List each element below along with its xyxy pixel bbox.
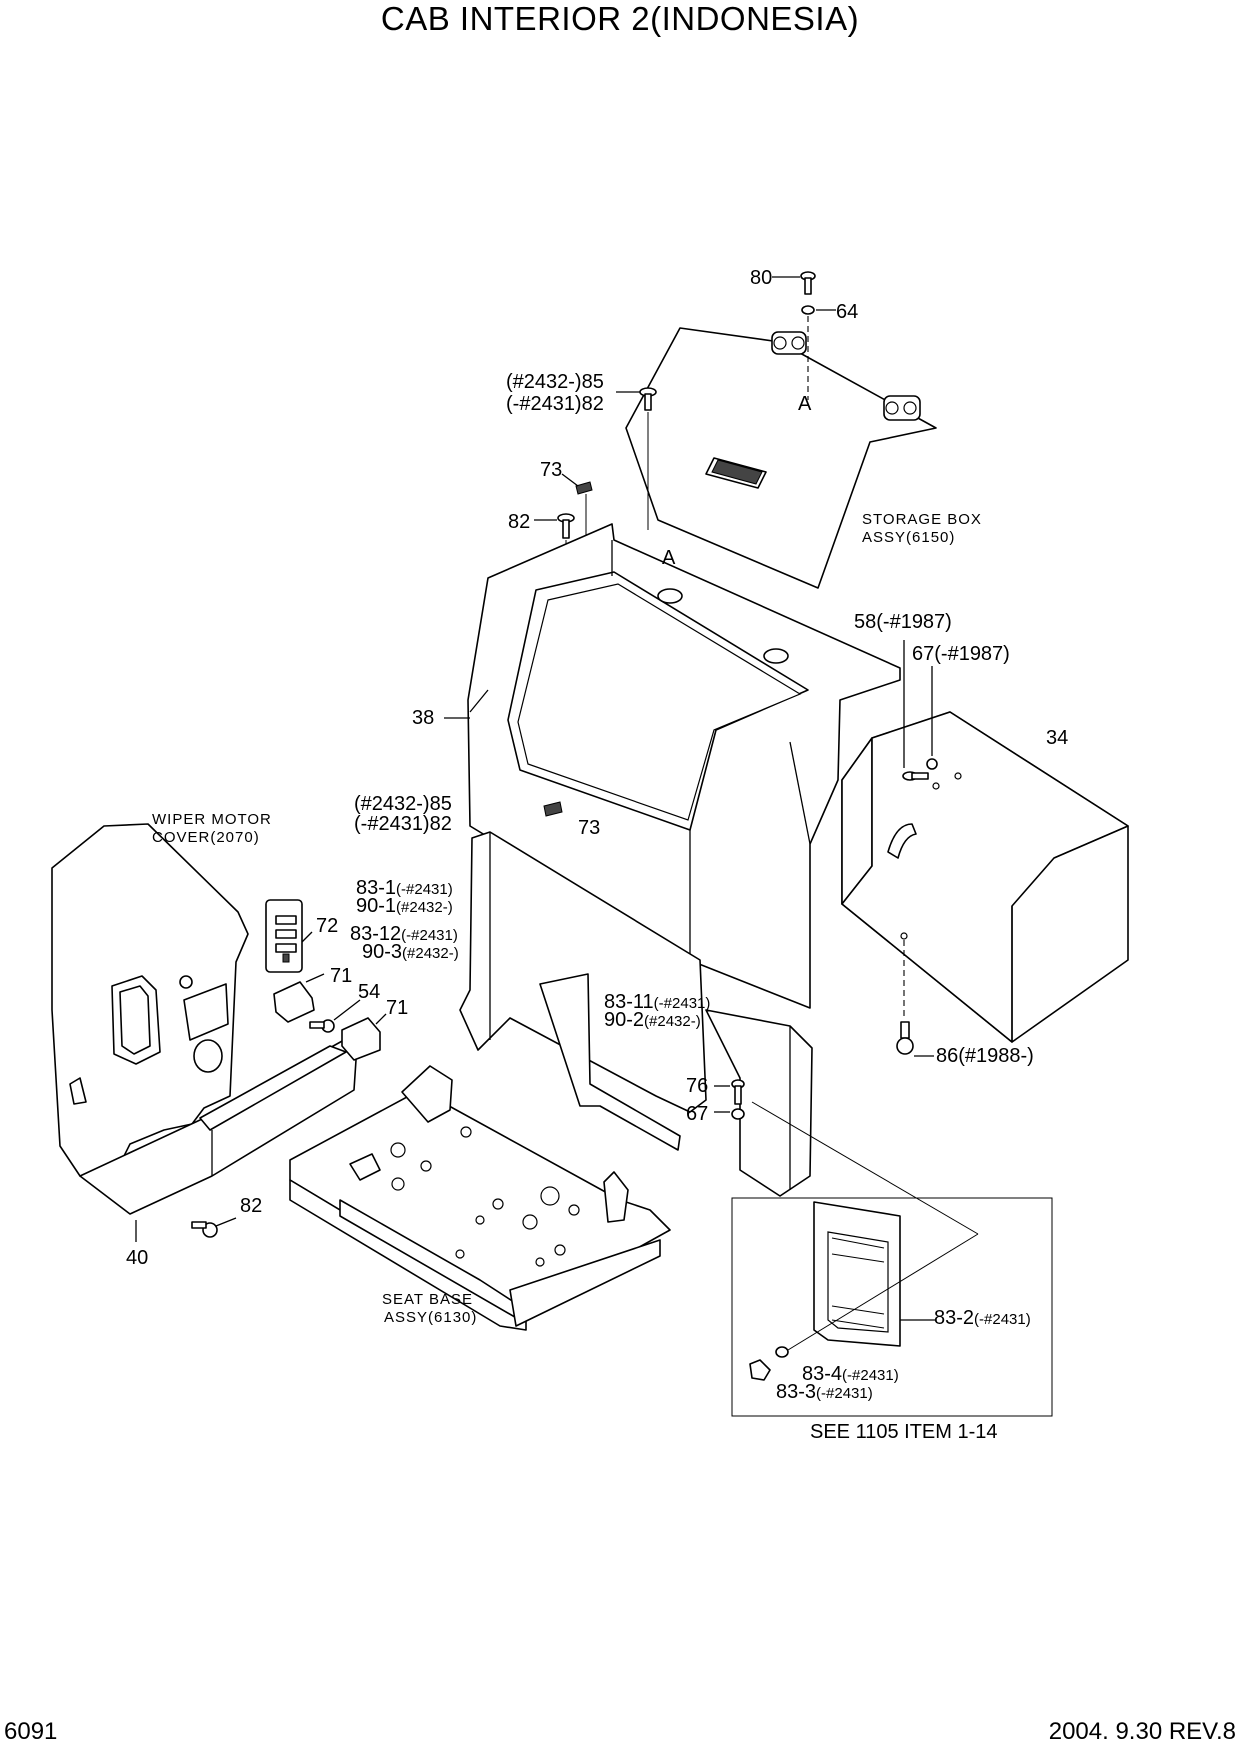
callout-83-11-suffix: (-#2431) — [653, 995, 711, 1012]
callout-71-b: 71 — [386, 997, 409, 1019]
callout-83-12: 83-12(-#2431) — [350, 924, 458, 944]
footer-revision: 2004. 9.30 REV.8 — [1048, 1718, 1236, 1745]
callout-83-1-suffix: (-#2431) — [396, 881, 453, 898]
callout-83-1-num: 83-1 — [356, 877, 397, 899]
callout-83-2-num: 83-2 — [934, 1307, 975, 1329]
callout-34: 34 — [1046, 727, 1069, 749]
callout-83-1: 83-1(-#2431) — [356, 878, 453, 898]
hinge-left — [771, 331, 807, 355]
note-see-reference: SEE 1105 ITEM 1-14 — [810, 1421, 998, 1443]
callout-83-12-num: 83-12 — [350, 923, 402, 945]
callout-86: 86(#1988-) — [936, 1045, 1034, 1067]
callout-A-mid: A — [662, 547, 676, 569]
storage-box-34 — [841, 711, 1129, 1043]
note-storage-box-1: STORAGE BOX — [862, 511, 982, 528]
detail-inset — [731, 1197, 1053, 1417]
callout-72: 72 — [316, 915, 339, 937]
callout-83-12-suffix: (-#2431) — [401, 927, 458, 944]
callout-83-2: 83-2(-#2431) — [934, 1308, 1031, 1328]
callout-80: 80 — [750, 267, 773, 289]
page-title: CAB INTERIOR 2(INDONESIA) — [380, 0, 860, 37]
callout-54: 54 — [358, 981, 381, 1003]
callout-76: 76 — [686, 1075, 709, 1097]
washer-67-bottom — [714, 1101, 979, 1235]
callout-83-2-suffix: (-#2431) — [974, 1311, 1031, 1328]
callout-90-3: 90-3(#2432-) — [362, 942, 459, 962]
wiper-motor-cover-40 — [51, 823, 357, 1215]
callout-82-top: 82 — [508, 511, 531, 533]
callout-38: 38 — [412, 707, 435, 729]
screw-85-82-top — [616, 387, 657, 530]
switch-72 — [265, 899, 313, 973]
callout-83-4-suffix: (-#2431) — [842, 1367, 899, 1384]
cap-71-a — [273, 973, 325, 1023]
seat-base-assy — [289, 1065, 671, 1331]
storage-box-lid — [625, 316, 937, 589]
callout-83-3-num: 83-3 — [776, 1381, 817, 1403]
callout-90-2: 90-2(#2432-) — [604, 1010, 701, 1030]
callout-90-2-suffix: (#2432-) — [644, 1013, 701, 1030]
callout-83-4: 83-4(-#2431) — [802, 1364, 899, 1384]
callout-90-3-num: 90-3 — [362, 941, 403, 963]
callout-58: 58(-#1987) — [854, 611, 952, 633]
callout-83-11: 83-11(-#2431) — [604, 992, 710, 1012]
callout-83-3-suffix: (-#2431) — [816, 1385, 873, 1402]
callout-73-mid: 73 — [578, 817, 601, 839]
callout-90-3-suffix: (#2432-) — [402, 945, 459, 962]
callout-A-top: A — [798, 393, 812, 415]
callout-83-11-num: 83-11 — [604, 991, 654, 1013]
callout-67-bottom: 67 — [686, 1103, 709, 1125]
callout-83-3: 83-3(-#2431) — [776, 1382, 873, 1402]
screw-58 — [902, 640, 929, 781]
callout-90-1: 90-1(#2432-) — [356, 896, 453, 916]
bolt-86 — [896, 1021, 934, 1057]
callout-82-top-b: (-#2431)82 — [506, 393, 604, 415]
note-seat-base-1: SEAT BASE — [382, 1291, 473, 1308]
callout-73-top: 73 — [540, 459, 563, 481]
washer-67-top — [926, 666, 938, 770]
callout-90-1-num: 90-1 — [356, 895, 397, 917]
callout-71-a: 71 — [330, 965, 353, 987]
bolt-76 — [714, 1079, 745, 1105]
note-storage-box-2: ASSY(6150) — [862, 529, 956, 546]
callout-90-1-suffix: (#2432-) — [396, 899, 453, 916]
screw-82-bottom — [135, 1217, 237, 1242]
hinge-right — [883, 395, 921, 421]
callout-40: 40 — [126, 1247, 149, 1269]
callout-83-4-num: 83-4 — [802, 1363, 843, 1385]
callout-82-mid-b: (-#2431)82 — [354, 813, 452, 835]
note-wiper-motor-1: WIPER MOTOR — [152, 811, 272, 828]
lower-partition-panel — [459, 831, 813, 1197]
note-wiper-motor-2: COVER(2070) — [152, 829, 260, 846]
footer-page-code: 6091 — [4, 1718, 58, 1745]
note-seat-base-2: ASSY(6130) — [384, 1309, 478, 1326]
cap-71-b — [341, 1013, 387, 1061]
callout-85-mid: (#2432-)85 — [354, 793, 452, 815]
callout-85-top: (#2432-)85 — [506, 371, 604, 393]
callout-67-top: 67(-#1987) — [912, 643, 1010, 665]
screw-80 — [772, 271, 816, 295]
screw-54 — [309, 999, 361, 1033]
callout-64: 64 — [836, 301, 859, 323]
callout-82-bottom: 82 — [240, 1195, 263, 1217]
callout-90-2-num: 90-2 — [604, 1009, 645, 1031]
washer-64 — [801, 305, 836, 315]
